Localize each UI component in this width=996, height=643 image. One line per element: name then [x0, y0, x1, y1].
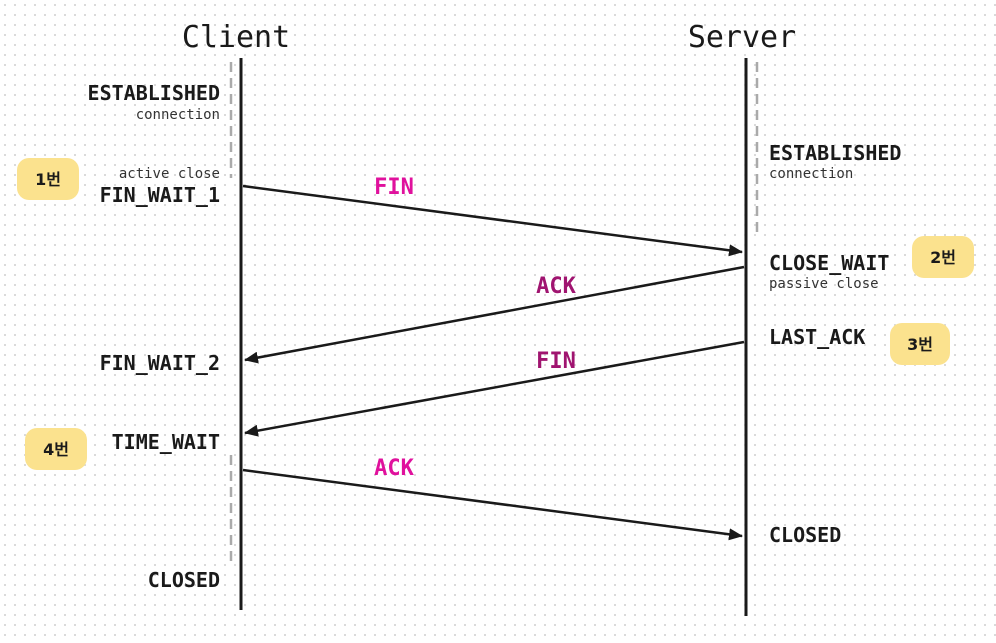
server-state-sublabel: passive close [769, 276, 879, 292]
step-badge-label: 4번 [43, 440, 69, 459]
fin-arrow-client-to-server [242, 184, 743, 257]
step-badge-3: 3번 [890, 323, 950, 365]
client-state-sublabel: connection [136, 107, 220, 123]
ack-arrow-server-to-client [244, 265, 745, 364]
server-state-closed: CLOSED [769, 523, 841, 547]
fin-message-label: FIN [536, 349, 576, 374]
fin-message-label: FIN [374, 175, 414, 200]
client-state-closed: CLOSED [148, 568, 220, 592]
client-state-established: ESTABLISHED [88, 81, 220, 105]
step-badge-4: 4번 [25, 428, 87, 470]
server-title: Server [688, 20, 796, 55]
step-badge-2: 2번 [912, 236, 974, 278]
step-badge-label: 2번 [930, 248, 956, 267]
ack-message-label: ACK [536, 274, 576, 299]
server-state-last-ack: LAST_ACK [769, 325, 865, 349]
step-badge-1: 1번 [17, 158, 79, 200]
client-state-fin-wait-2: FIN_WAIT_2 [100, 351, 220, 375]
step-badge-label: 3번 [907, 335, 933, 354]
client-state-time-wait: TIME_WAIT [112, 430, 220, 454]
ack-message-label: ACK [374, 456, 414, 481]
fin-arrow-server-to-client [244, 340, 745, 437]
ack-arrow-client-to-server [242, 468, 743, 541]
client-state-fin-wait-1: FIN_WAIT_1 [100, 183, 220, 207]
server-state-established: ESTABLISHED [769, 141, 901, 165]
client-state-sublabel: active close [119, 166, 220, 182]
client-title: Client [182, 20, 290, 55]
server-state-sublabel: connection [769, 166, 853, 182]
server-state-close-wait: CLOSE_WAIT [769, 251, 889, 275]
step-badge-label: 1번 [35, 170, 61, 189]
